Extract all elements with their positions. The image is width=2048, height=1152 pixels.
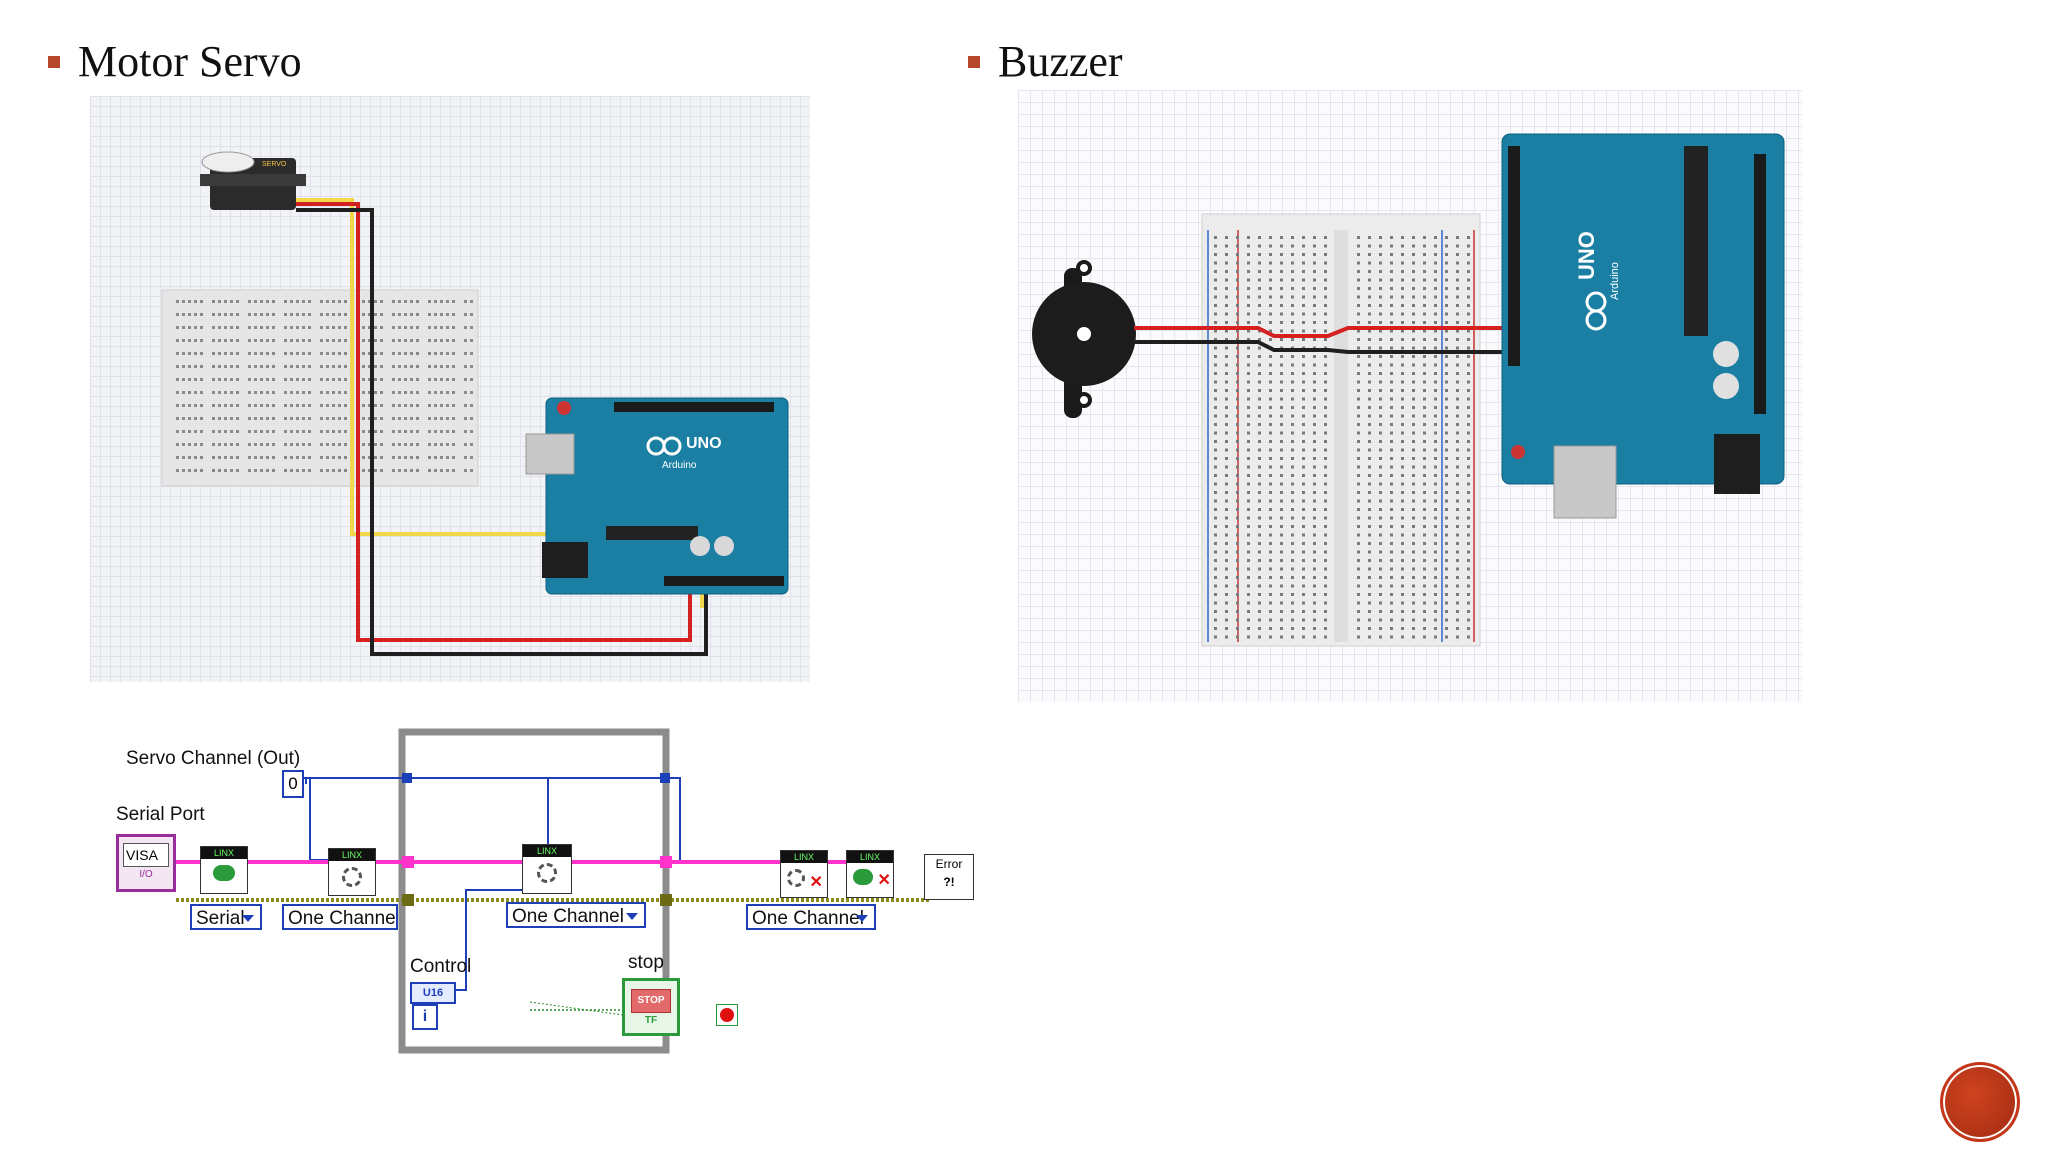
close-x-icon: ✕ (809, 874, 823, 891)
one-channel-value: One Channel (512, 906, 624, 927)
arduino-label-vertical: Arduino (1609, 262, 1621, 300)
linx-open-node[interactable]: LINX (200, 846, 248, 894)
dropdown-arrow-icon (626, 913, 638, 920)
bullet-icon (968, 55, 980, 68)
linx-text: LINX (201, 847, 247, 859)
dropdown-arrow-icon (242, 915, 254, 922)
breadboard-holes (1214, 236, 1470, 639)
servo-write-icon (537, 863, 557, 883)
linx-text: LINX (847, 851, 893, 863)
io-text: I/O (139, 869, 153, 880)
one-channel-value: One Channel (752, 908, 864, 929)
servo-channel-label: Servo Channel (Out) (126, 748, 301, 769)
tf-text: TF (644, 1015, 658, 1026)
linx-text: LINX (781, 851, 827, 863)
linx-servo-open-node[interactable]: LINX (328, 848, 376, 896)
servo-circuit-diagram: SERVO UNO Arduino (90, 96, 810, 682)
serial-dropdown-value: Serial (196, 908, 245, 929)
stop-button-control[interactable]: STOP TF (622, 978, 680, 1036)
buzzer-title: Buzzer (998, 37, 1123, 86)
breadboard (161, 289, 479, 487)
visa-resource-control[interactable]: VISA I/O (116, 834, 176, 892)
breadboard-holes (176, 300, 473, 472)
black-wire (296, 208, 708, 656)
one-channel-dropdown-write[interactable]: One Channel (506, 902, 646, 928)
red-wire (1134, 326, 1518, 338)
bullet-icon (48, 55, 60, 68)
one-channel-value: One Channel (288, 908, 398, 929)
linx-text: LINX (523, 845, 571, 857)
linx-servo-write-node[interactable]: LINX (522, 844, 572, 894)
u16-control[interactable]: U16 (410, 982, 456, 1004)
servo-motor-icon: SERVO (200, 151, 306, 210)
motor-servo-title: Motor Servo (78, 37, 302, 86)
slide-nav-button[interactable] (1940, 1062, 2020, 1142)
dropdown-arrow-icon (856, 915, 868, 922)
linx-frog-icon (213, 865, 235, 881)
red-wire (296, 202, 692, 642)
visa-text: VISA (123, 843, 169, 867)
serial-port-label: Serial Port (116, 804, 205, 825)
servo-circuit-svg: SERVO UNO Arduino (161, 151, 789, 656)
control-label: Control (410, 956, 472, 977)
labview-block-diagram: Servo Channel (Out) 0 Serial Port VISA I… (110, 720, 990, 1060)
servo-label: SERVO (262, 161, 287, 168)
linx-frog-close-icon (853, 869, 873, 885)
one-channel-dropdown-close[interactable]: One Channel (746, 904, 876, 930)
one-channel-dropdown-open[interactable]: One Channel (282, 904, 398, 930)
buzzer-heading: Buzzer (968, 36, 1123, 87)
linx-close-node[interactable]: LINX ✕ (846, 850, 894, 898)
buzzer-circuit-diagram: UNO Arduino (1018, 90, 1802, 702)
servo-gear-icon (342, 867, 362, 887)
stop-button-text: STOP (631, 989, 671, 1013)
arduino-uno-board-vertical: UNO Arduino (1501, 133, 1785, 519)
loop-iteration-terminal: i (412, 1004, 438, 1030)
arduino-label: Arduino (662, 460, 697, 471)
while-loop-frame (398, 728, 670, 1054)
motor-servo-heading: Motor Servo (48, 36, 302, 87)
close-x-icon: ✕ (877, 872, 891, 889)
uno-label: UNO (686, 435, 722, 452)
linx-servo-close-node[interactable]: LINX ✕ (780, 850, 828, 898)
servo-channel-constant[interactable]: 0 (282, 770, 304, 798)
stop-condition-icon (720, 1008, 734, 1022)
error-text: Error (935, 857, 963, 871)
loop-condition-terminal (716, 1004, 738, 1026)
black-wire (1134, 340, 1518, 354)
buzzer-circuit-svg: UNO Arduino (1032, 133, 1785, 647)
servo-close-icon (787, 869, 805, 887)
linx-text: LINX (329, 849, 375, 861)
arduino-uno-board: UNO Arduino (525, 397, 789, 595)
serial-dropdown[interactable]: Serial (190, 904, 262, 930)
error-handler-node[interactable]: Error?! (924, 854, 974, 900)
buzzer-icon (1032, 260, 1136, 418)
uno-label-vertical: UNO (1574, 231, 1599, 280)
stop-label: stop (628, 952, 664, 973)
